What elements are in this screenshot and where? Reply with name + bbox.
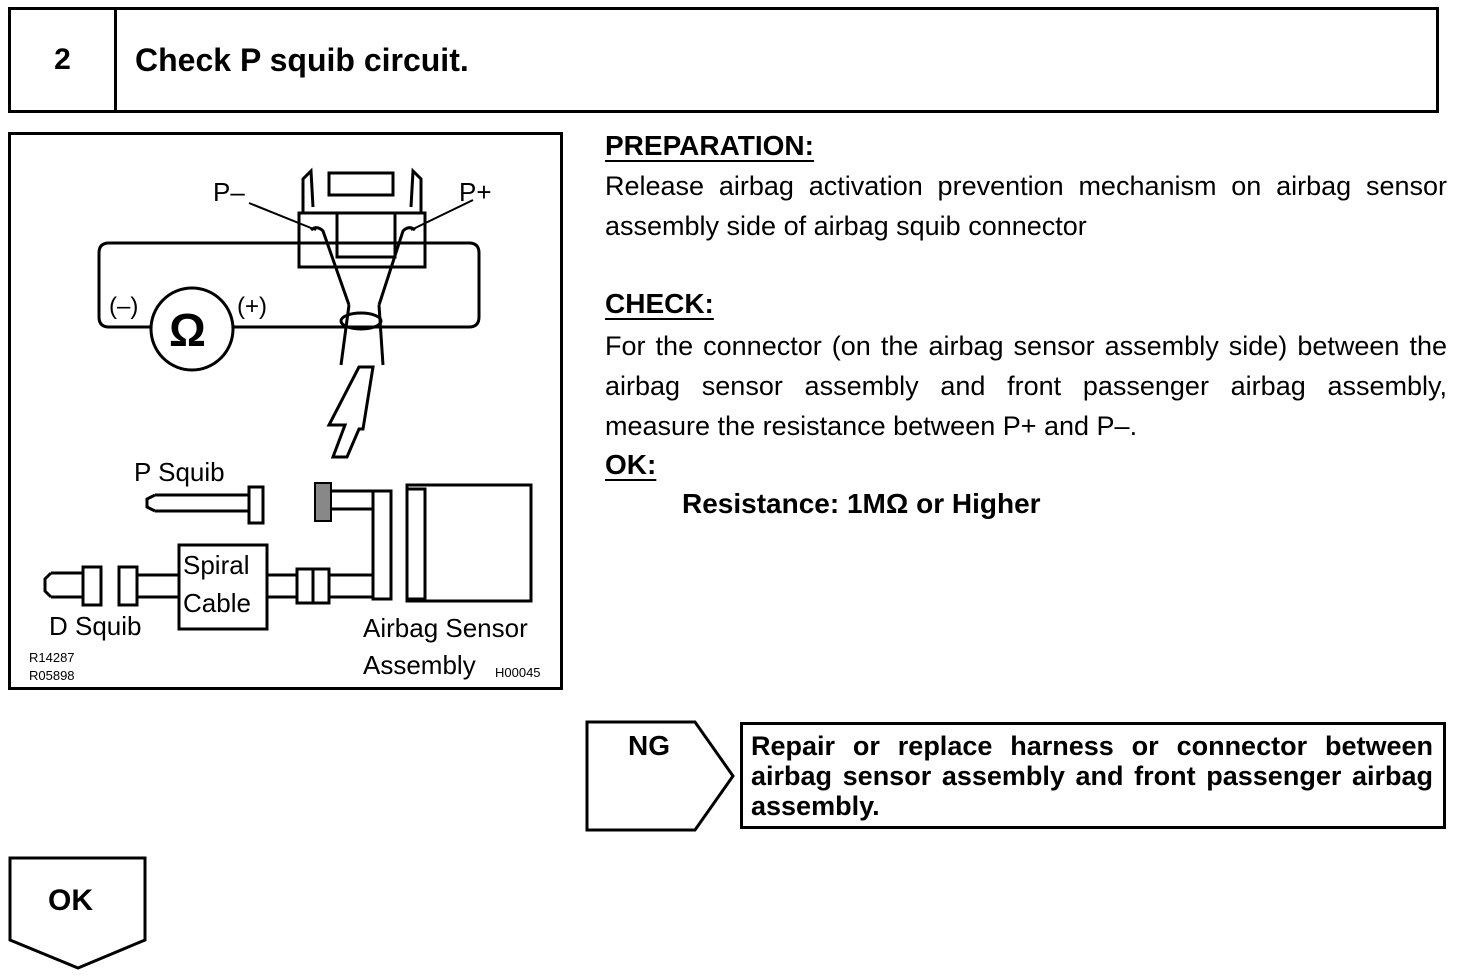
wiring-diagram: P– P+ (–) (+) Ω P Squib D Squib Spiral C… <box>8 132 563 690</box>
positive-terminal-label: (+) <box>237 293 267 320</box>
spiral-cable-label-1: Spiral <box>183 550 250 580</box>
negative-terminal-label: (–) <box>109 293 139 320</box>
reference-code-3: H00045 <box>495 665 541 680</box>
sensor-label-2: Assembly <box>363 650 476 680</box>
step-header: 2 Check P squib circuit. <box>8 7 1439 113</box>
ng-action-box: Repair or replace harness or connector b… <box>740 722 1446 829</box>
ng-label: NG <box>628 730 670 761</box>
preparation-text: Release airbag activation prevention mec… <box>605 171 1447 241</box>
spiral-cable-box <box>177 543 269 631</box>
ok-flow-label: OK <box>48 884 93 917</box>
sensor-label-1: Airbag Sensor <box>363 613 528 643</box>
p-plus-label: P+ <box>459 177 492 207</box>
reference-code-1: R14287 <box>29 650 75 665</box>
meter-lead-negative <box>97 241 151 329</box>
step-number: 2 <box>11 10 117 110</box>
step-title: Check P squib circuit. <box>135 41 469 78</box>
p-squib-label: P Squib <box>134 457 225 487</box>
ohmmeter-circle <box>149 286 235 372</box>
ok-arrow-shape <box>8 856 147 970</box>
spiral-cable-label-2: Cable <box>183 588 251 618</box>
up-arrow <box>326 365 375 459</box>
connector-body <box>297 211 427 269</box>
preparation-heading: PREPARATION: <box>605 130 814 161</box>
hatched-connector <box>314 482 332 522</box>
d-squib-label: D Squib <box>49 611 142 641</box>
ok-resistance-value: Resistance: 1MΩ or Higher <box>682 488 1041 519</box>
p-minus-label: P– <box>213 177 245 207</box>
check-heading: CHECK: <box>605 288 714 319</box>
check-text: For the connector (on the airbag sensor … <box>605 331 1447 441</box>
reference-code-2: R05898 <box>29 668 75 683</box>
ok-heading: OK: <box>605 449 657 480</box>
diagram-drawing <box>43 167 533 631</box>
ng-arrow-shape <box>585 720 735 832</box>
meter-lead-positive <box>109 241 481 329</box>
ohm-symbol: Ω <box>169 304 206 356</box>
